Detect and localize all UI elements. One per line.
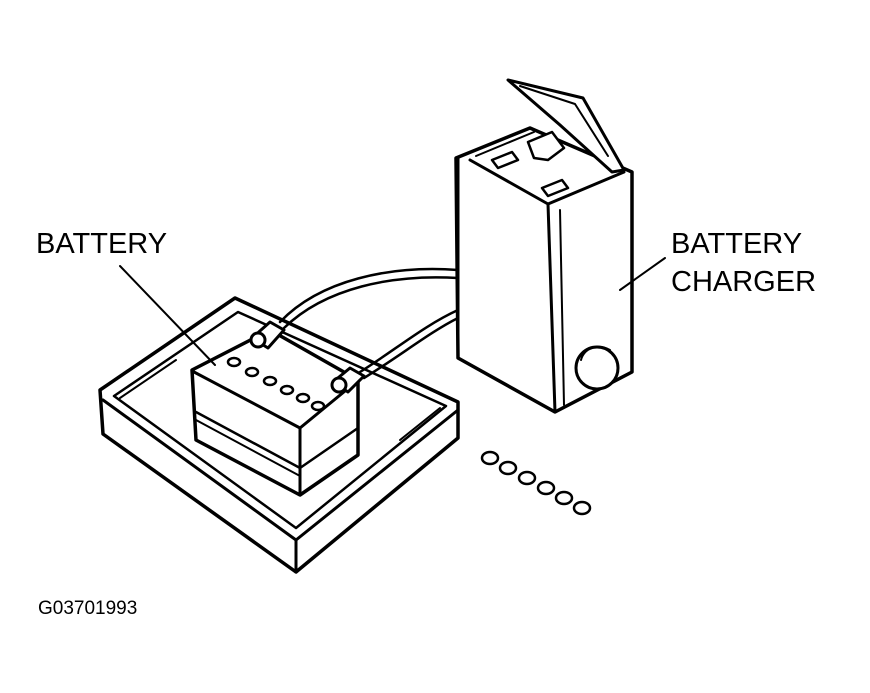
charger-leader-line: [619, 257, 666, 291]
battery-vent-caps: [226, 356, 326, 412]
battery-charger-label-line1: BATTERY: [671, 228, 803, 260]
battery-charger: [454, 126, 634, 414]
loose-vent-caps: [480, 450, 592, 516]
figure-code: G03701993: [38, 598, 138, 619]
battery: [190, 328, 360, 497]
charger-clamps: [249, 320, 366, 394]
battery-leader-line: [119, 265, 216, 366]
leader-lines: [119, 257, 666, 366]
charger-lid: [506, 78, 626, 174]
charger-cables: [278, 267, 460, 380]
battery-charger-label-line2: CHARGER: [671, 266, 817, 298]
battery-label: BATTERY: [36, 228, 168, 260]
